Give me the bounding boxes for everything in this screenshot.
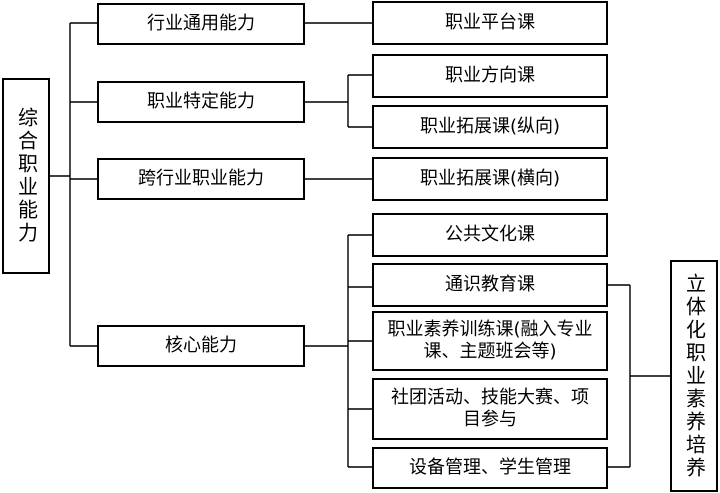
course-club-activities-box: 社团活动、技能大赛、项目参与: [372, 378, 608, 440]
course-direction-box: 职业方向课: [372, 54, 608, 98]
course-general-education-box: 通识教育课: [372, 263, 608, 307]
cultivation-box: 立体化职业素养培养: [670, 260, 718, 492]
capability-core-box: 核心能力: [97, 325, 305, 367]
course-literacy-training-box: 职业素养训练课(融入专业课、主题班会等): [372, 311, 608, 371]
course-management-box: 设备管理、学生管理: [372, 447, 608, 489]
course-public-culture-box: 公共文化课: [372, 213, 608, 257]
capability-general-box: 行业通用能力: [97, 3, 305, 45]
capability-cross-industry-box: 跨行业职业能力: [97, 158, 305, 200]
course-extension-vertical-box: 职业拓展课(纵向): [372, 105, 608, 149]
course-platform-box: 职业平台课: [372, 1, 608, 45]
capability-specific-box: 职业特定能力: [97, 81, 305, 123]
root-box: 综合职业能力: [2, 78, 50, 274]
course-extension-horizontal-box: 职业拓展课(横向): [372, 157, 608, 201]
